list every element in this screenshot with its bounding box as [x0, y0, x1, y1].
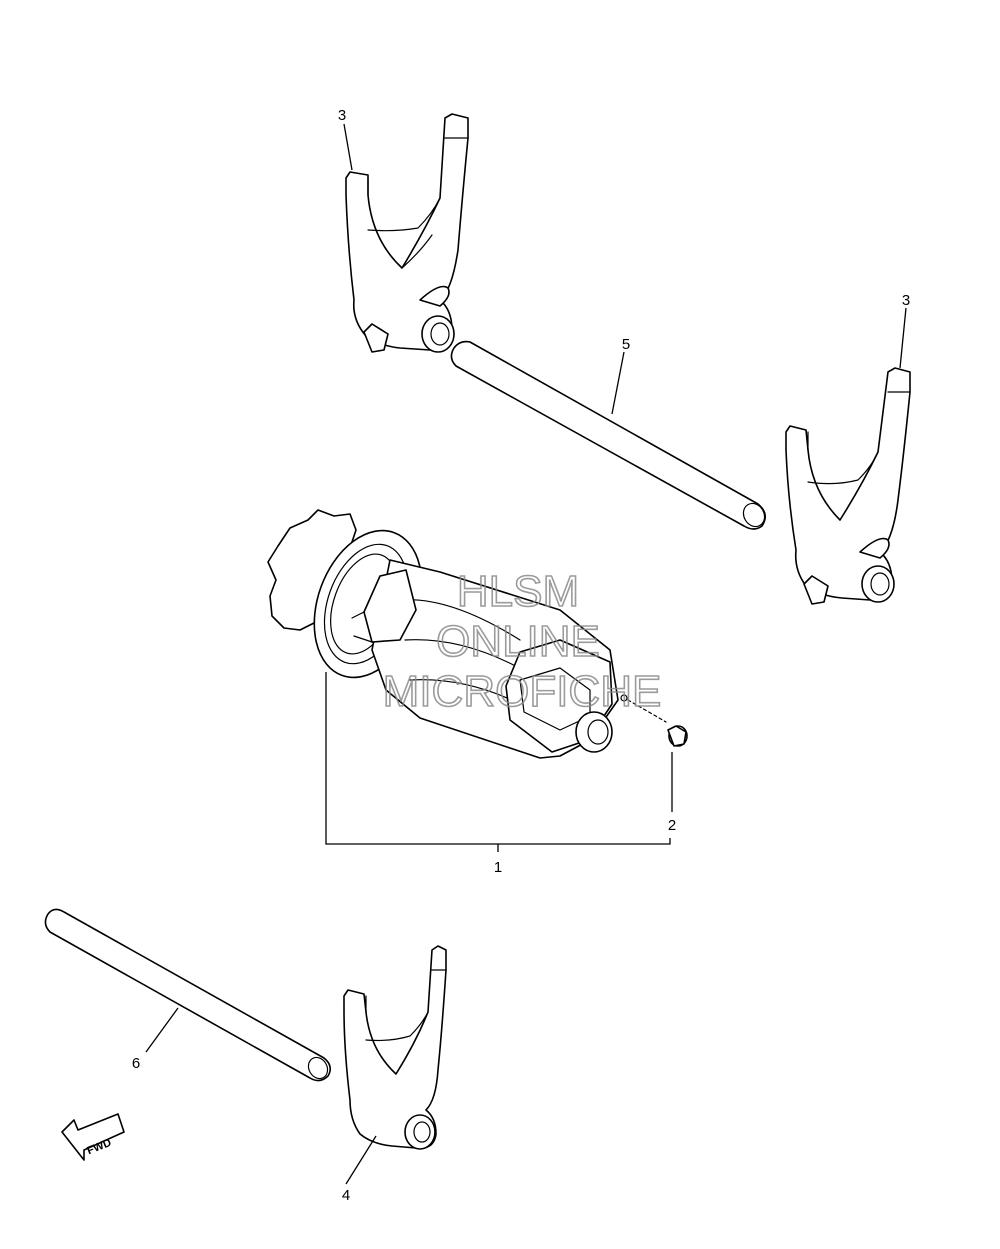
- callout-3-upper-right: 3: [902, 292, 910, 309]
- shift-fork-lower: [343, 945, 447, 1150]
- leader-lines: [145, 123, 907, 1185]
- watermark: HLSM ONLINE MICROFICHE: [382, 566, 662, 717]
- callout-5: 5: [622, 336, 630, 353]
- drum-pin: [627, 699, 688, 747]
- shift-shaft-upper: [450, 340, 766, 530]
- callout-6: 6: [132, 1055, 140, 1072]
- callouts: 1 2 3 3 4 5 6: [132, 107, 910, 1204]
- shift-fork-upper-left: [345, 113, 469, 353]
- forward-direction-arrow: FWD: [61, 1113, 125, 1161]
- watermark-line-3: MICROFICHE: [383, 667, 662, 716]
- watermark-line-2: ONLINE: [436, 617, 600, 666]
- callout-4: 4: [342, 1187, 350, 1204]
- watermark-line-1: HLSM: [457, 567, 579, 616]
- shift-fork-upper-right: [785, 367, 911, 605]
- callout-1: 1: [494, 859, 502, 876]
- shift-drum: [267, 509, 628, 759]
- shift-shaft-lower: [44, 908, 332, 1082]
- callout-3-upper-left: 3: [338, 107, 346, 124]
- callout-2: 2: [668, 817, 676, 834]
